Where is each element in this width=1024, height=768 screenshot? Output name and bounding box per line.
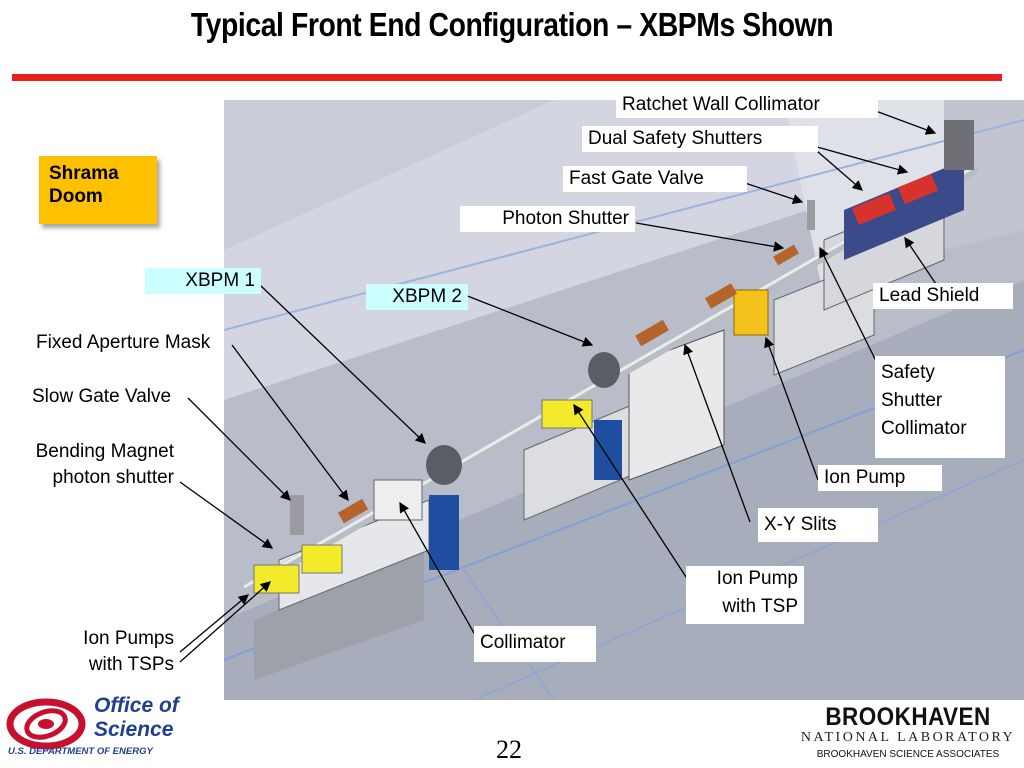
slide-title: Typical Front End Configuration – XBPMs …: [190, 6, 834, 43]
page-number: 22: [496, 735, 522, 764]
doe-office-of-science-logo: Office of Science U.S. DEPARTMENT OF ENE…: [6, 692, 216, 762]
label-ion-pump-with-tsp: Ion Pump with TSP: [686, 566, 804, 624]
doe-science-line: Science: [94, 718, 174, 741]
label-photon-shutter: Photon Shutter: [460, 206, 635, 232]
label-line: Bending Magnet: [35, 441, 174, 462]
label-line: with TSP: [722, 596, 798, 617]
label-xbpm-1: XBPM 1: [145, 268, 261, 294]
doe-department-line: U.S. DEPARTMENT OF ENERGY: [8, 746, 153, 757]
label-line: Shutter: [881, 390, 943, 411]
sticky-note: Shrama Doom: [39, 156, 157, 224]
label-line: Ion Pump: [716, 568, 798, 589]
label-collimator: Collimator: [474, 626, 596, 662]
label-line: Safety: [881, 362, 935, 383]
label-dual-safety-shutters: Dual Safety Shutters: [582, 126, 818, 152]
label-fixed-aperture-mask: Fixed Aperture Mask: [36, 332, 211, 353]
label-ion-pumps-with-tsps: Ion Pumps with TSPs: [60, 628, 174, 676]
label-xy-slits: X-Y Slits: [758, 508, 878, 542]
doe-swirl-icon: [6, 698, 86, 750]
label-safety-shutter-collimator: Safety Shutter Collimator: [875, 356, 1005, 458]
label-line: Collimator: [881, 418, 967, 439]
label-fast-gate-valve: Fast Gate Valve: [563, 166, 747, 192]
label-slow-gate-valve: Slow Gate Valve: [32, 386, 172, 407]
label-ion-pump: Ion Pump: [818, 465, 942, 491]
title-rule: [12, 74, 1002, 81]
bnl-subtitle: NATIONAL LABORATORY: [800, 730, 1016, 745]
label-xbpm-2: XBPM 2: [366, 284, 468, 310]
label-bending-magnet-photon-shutter: Bending Magnet photon shutter: [18, 441, 174, 489]
label-line: Ion Pumps: [83, 628, 174, 649]
label-line: photon shutter: [52, 467, 174, 488]
label-lead-shield: Lead Shield: [873, 283, 1013, 309]
label-ratchet-wall-collimator: Ratchet Wall Collimator: [616, 92, 878, 118]
bnl-associates: BROOKHAVEN SCIENCE ASSOCIATES: [816, 749, 1000, 760]
doe-office-line: Office of: [94, 694, 179, 717]
label-line: with TSPs: [88, 654, 174, 675]
bnl-name: BROOKHAVEN: [825, 703, 991, 731]
brookhaven-logo: BROOKHAVEN NATIONAL LABORATORY BROOKHAVE…: [800, 704, 1016, 764]
